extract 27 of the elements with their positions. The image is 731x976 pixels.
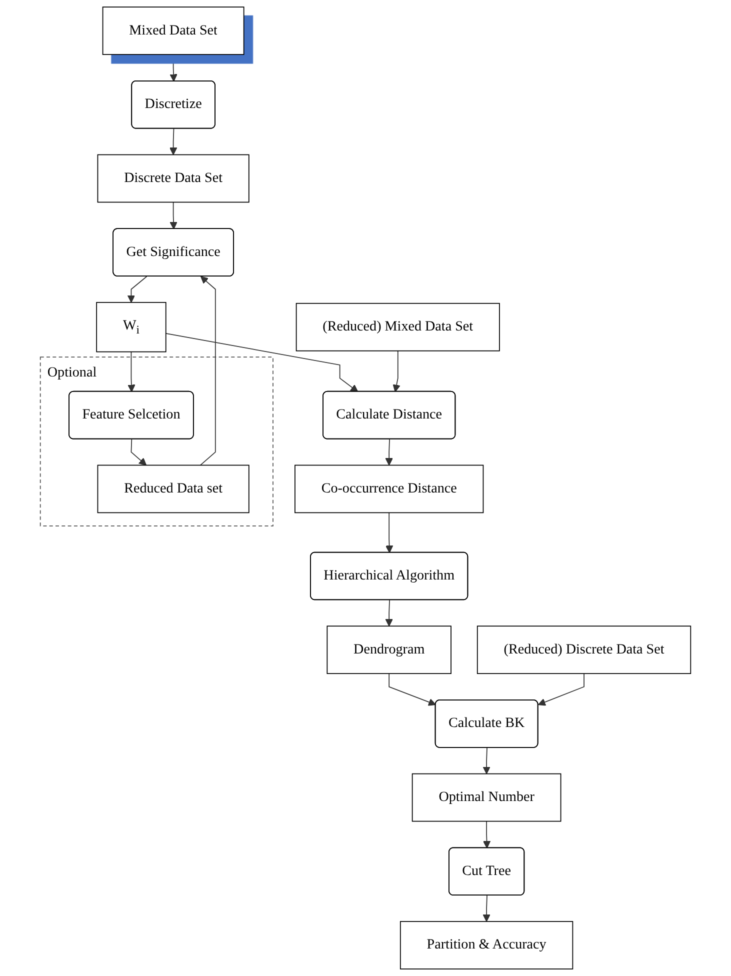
node-box: (Reduced) Mixed Data Set [296, 302, 500, 352]
arrow [385, 600, 393, 626]
arrow [388, 673, 436, 706]
arrow [385, 512, 394, 554]
node-box: W$_{i}$ [96, 302, 166, 352]
node-box: Discrete Data Set [97, 154, 250, 203]
node-box: (Reduced) Discrete Data Set [476, 626, 692, 674]
arrow [482, 895, 490, 922]
node-box: Mixed Data Set [102, 6, 244, 55]
node-box: Dendrogram [326, 626, 452, 674]
arrow [170, 54, 178, 82]
arrow [170, 202, 178, 230]
node-box: Reduced Data set [97, 464, 250, 514]
node-box: Optimal Number [412, 773, 562, 822]
arrow [385, 438, 393, 466]
arrow [130, 438, 147, 466]
arrow [169, 128, 178, 156]
arrow [538, 673, 584, 706]
arrow [165, 332, 358, 392]
arrow [128, 351, 136, 392]
node-box: Partition & Accuracy [400, 921, 574, 970]
arrow [127, 276, 148, 303]
arrow [392, 350, 400, 392]
arrow [200, 276, 216, 466]
arrow [482, 820, 491, 848]
node-box: Co-occurrence Distance [294, 464, 484, 514]
arrow [482, 747, 490, 774]
